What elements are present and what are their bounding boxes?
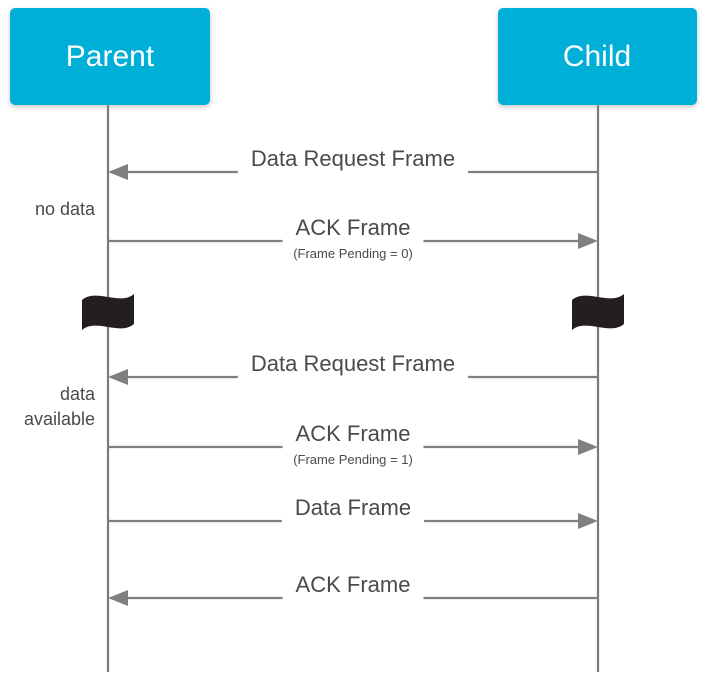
message-data-frame[interactable]: Data Frame: [108, 495, 598, 529]
actor-parent[interactable]: Parent: [10, 8, 210, 105]
actor-label-child: Child: [563, 40, 631, 73]
message-ack-1[interactable]: ACK Frame (Frame Pending = 0): [108, 215, 598, 261]
message-label: Data Request Frame: [251, 146, 455, 171]
side-note-line: no data: [35, 199, 96, 219]
side-note-no-data: no data: [35, 199, 96, 219]
message-data-request-1[interactable]: Data Request Frame: [108, 146, 598, 180]
message-label: ACK Frame: [296, 215, 411, 240]
arrowhead-right: [578, 439, 598, 455]
actor-child[interactable]: Child: [498, 8, 697, 105]
actor-label-parent: Parent: [66, 40, 155, 73]
arrowhead-right: [578, 513, 598, 529]
message-label: Data Frame: [295, 495, 411, 520]
break-markers-layer: [82, 294, 624, 330]
message-sublabel: (Frame Pending = 1): [293, 452, 413, 467]
message-label: ACK Frame: [296, 572, 411, 597]
break-marker-child: [572, 294, 624, 330]
message-sublabel: (Frame Pending = 0): [293, 246, 413, 261]
side-note-data-available: data available: [24, 384, 96, 429]
message-label: Data Request Frame: [251, 351, 455, 376]
message-ack-3[interactable]: ACK Frame: [108, 572, 598, 606]
side-notes-layer: no data data available: [24, 199, 96, 429]
actor-box-parent[interactable]: [10, 8, 210, 105]
arrowhead-left: [108, 369, 128, 385]
message-ack-2[interactable]: ACK Frame (Frame Pending = 1): [108, 421, 598, 467]
actor-box-child[interactable]: [498, 8, 697, 105]
arrowhead-right: [578, 233, 598, 249]
message-data-request-2[interactable]: Data Request Frame: [108, 351, 598, 385]
side-note-line: data: [60, 384, 96, 404]
message-label: ACK Frame: [296, 421, 411, 446]
lifelines: [106, 105, 600, 672]
side-note-line: available: [24, 409, 95, 429]
arrowhead-left: [108, 590, 128, 606]
arrowhead-left: [108, 164, 128, 180]
break-marker-parent: [82, 294, 134, 330]
